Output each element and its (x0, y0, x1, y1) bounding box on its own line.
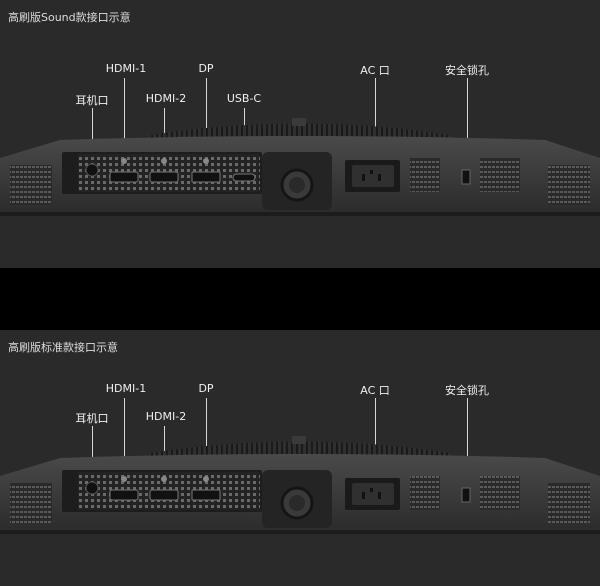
leader-security-lock (467, 78, 468, 160)
monitor-back-illustration (0, 436, 600, 534)
label-ac-port: AC 口 (360, 64, 390, 77)
section-title: 高刷版Sound款接口示意 (8, 11, 131, 24)
leader-hdmi-1 (124, 398, 125, 476)
section-title: 高刷版标准款接口示意 (8, 341, 118, 354)
label-usb-c: USB-C (226, 92, 262, 105)
monitor-back-illustration (0, 118, 600, 216)
leader-dp (206, 78, 207, 158)
label-hdmi-2: HDMI-2 (145, 92, 187, 105)
label-security-lock: 安全锁孔 (445, 64, 489, 77)
label-headphone: 耳机口 (75, 412, 109, 425)
leader-ac-port (375, 78, 376, 160)
label-dp: DP (198, 382, 214, 395)
label-dp: DP (198, 62, 214, 75)
leader-headphone (92, 108, 93, 168)
section-sound: 高刷版Sound款接口示意 耳机口 HDMI-1 HDMI-2 DP USB-C… (0, 0, 600, 268)
leader-ac-port (375, 398, 376, 478)
leader-hdmi-1 (124, 78, 125, 158)
label-ac-port: AC 口 (360, 384, 390, 397)
label-hdmi-2: HDMI-2 (145, 410, 187, 423)
leader-security-lock (467, 398, 468, 478)
leader-dp (206, 398, 207, 476)
section-standard: 高刷版标准款接口示意 耳机口 HDMI-1 HDMI-2 DP AC 口 安全锁… (0, 330, 600, 586)
leader-headphone (92, 426, 93, 486)
label-hdmi-1: HDMI-1 (105, 382, 147, 395)
label-hdmi-1: HDMI-1 (105, 62, 147, 75)
label-security-lock: 安全锁孔 (445, 384, 489, 397)
label-headphone: 耳机口 (75, 94, 109, 107)
